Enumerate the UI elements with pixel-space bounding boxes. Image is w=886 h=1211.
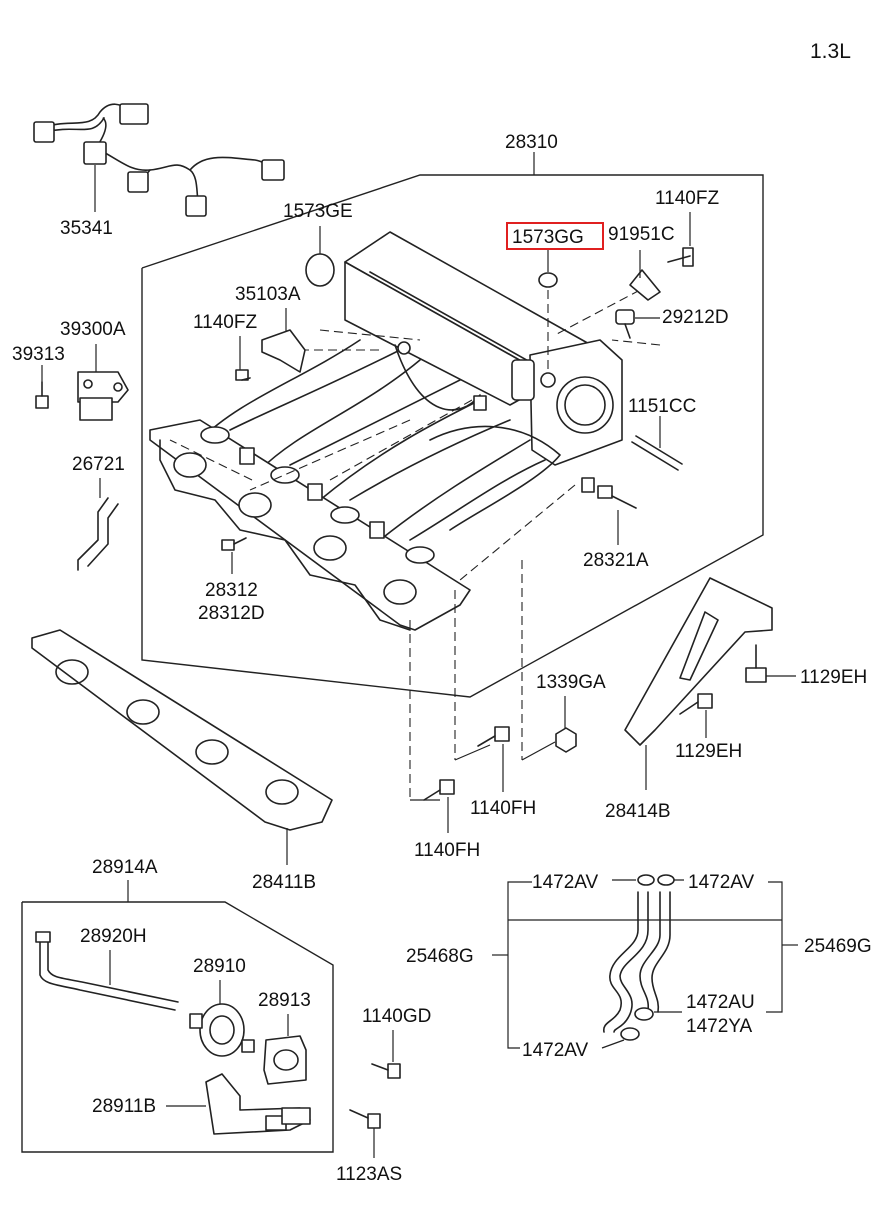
clamp-1472av-bottom[interactable] bbox=[620, 1027, 640, 1041]
hose-25468g[interactable] bbox=[603, 891, 649, 1033]
cap-1573gg[interactable] bbox=[538, 272, 558, 288]
label-1140FZ-left: 1140FZ bbox=[193, 312, 257, 333]
label-26721: 26721 bbox=[72, 454, 125, 475]
label-29212D: 29212D bbox=[662, 307, 729, 328]
label-39313: 39313 bbox=[12, 344, 65, 365]
bolt-1129eh-lower[interactable] bbox=[679, 693, 713, 715]
bolt-1140fh-upper[interactable] bbox=[477, 726, 510, 747]
label-1472YA: 1472YA bbox=[686, 1016, 753, 1037]
label-28411B: 28411B bbox=[252, 872, 316, 893]
label-1573GG[interactable]: 1573GG bbox=[512, 227, 584, 248]
label-28910: 28910 bbox=[193, 956, 246, 977]
hose-28920h[interactable] bbox=[39, 939, 176, 1011]
label-28310: 28310 bbox=[505, 132, 558, 153]
engine-variant-label: 1.3L bbox=[810, 40, 851, 63]
label-28414B: 28414B bbox=[605, 801, 671, 822]
hose-26721[interactable] bbox=[77, 497, 109, 571]
label-1129EH-lower: 1129EH bbox=[675, 741, 742, 762]
bolt-39313[interactable] bbox=[35, 381, 49, 409]
label-1472AV-bottom: 1472AV bbox=[522, 1040, 589, 1061]
hose-25469g[interactable] bbox=[639, 891, 671, 1013]
solenoid-assembly-frame bbox=[21, 901, 334, 1153]
label-25468G: 25468G bbox=[406, 946, 474, 967]
bolt-1140fz-top[interactable] bbox=[667, 247, 694, 267]
label-1140FZ-top: 1140FZ bbox=[655, 188, 719, 209]
intake-manifold[interactable] bbox=[149, 231, 623, 631]
stud-1151cc[interactable] bbox=[631, 435, 683, 471]
bracket-91951c[interactable] bbox=[629, 269, 661, 301]
label-91951C: 91951C bbox=[608, 224, 675, 245]
clamp-1472av-top[interactable] bbox=[637, 874, 675, 886]
label-1140FH-upper: 1140FH bbox=[470, 798, 536, 819]
bolt-1129eh-right[interactable] bbox=[745, 644, 767, 683]
label-25469G: 25469G bbox=[804, 936, 872, 957]
label-28920H: 28920H bbox=[80, 926, 147, 947]
label-1129EH-right: 1129EH bbox=[800, 667, 867, 688]
wiring-harness[interactable] bbox=[33, 103, 285, 217]
fitting-29212d[interactable] bbox=[615, 309, 635, 339]
sensor-35103a[interactable] bbox=[261, 329, 306, 373]
bracket-28911b[interactable] bbox=[205, 1073, 311, 1135]
clamp-28913[interactable] bbox=[263, 1035, 307, 1085]
label-1472AV-top-right: 1472AV bbox=[688, 872, 755, 893]
label-28312: 28312 bbox=[205, 580, 258, 601]
label-1140GD: 1140GD bbox=[362, 1006, 431, 1027]
label-1472AV-top-left: 1472AV bbox=[532, 872, 599, 893]
nut-1339ga[interactable] bbox=[555, 727, 577, 753]
label-39300A: 39300A bbox=[60, 319, 126, 340]
bolt-1123as[interactable] bbox=[349, 1109, 381, 1129]
bolt-1140gd[interactable] bbox=[371, 1063, 401, 1079]
label-1339GA: 1339GA bbox=[536, 672, 606, 693]
label-1140FH-lower: 1140FH bbox=[414, 840, 480, 861]
label-35103A: 35103A bbox=[235, 284, 301, 305]
bolt-1140fh-lower[interactable] bbox=[423, 779, 455, 801]
label-28914A: 28914A bbox=[92, 857, 158, 878]
highlight-box-1573gg bbox=[506, 222, 604, 250]
clamp-1472au[interactable] bbox=[634, 1007, 654, 1021]
bolt-28312[interactable] bbox=[221, 537, 247, 551]
label-1151CC: 1151CC bbox=[628, 396, 696, 417]
bolt-28321a[interactable] bbox=[597, 485, 637, 509]
label-1573GE: 1573GE bbox=[283, 201, 353, 222]
label-1123AS: 1123AS bbox=[336, 1164, 402, 1185]
label-1472AU: 1472AU bbox=[686, 992, 755, 1013]
label-28321A: 28321A bbox=[583, 550, 649, 571]
sensor-39300a[interactable] bbox=[77, 371, 129, 421]
label-28913: 28913 bbox=[258, 990, 311, 1011]
solenoid-valve-28910[interactable] bbox=[189, 1003, 255, 1057]
label-35341: 35341 bbox=[60, 218, 113, 239]
label-28911B: 28911B bbox=[92, 1096, 156, 1117]
bolt-1140fz-left[interactable] bbox=[235, 369, 251, 381]
cap-1573ge[interactable] bbox=[305, 253, 335, 287]
label-28312D: 28312D bbox=[198, 603, 265, 624]
gasket-28411b[interactable] bbox=[31, 629, 333, 831]
manifold-assembly-frame bbox=[141, 174, 764, 698]
